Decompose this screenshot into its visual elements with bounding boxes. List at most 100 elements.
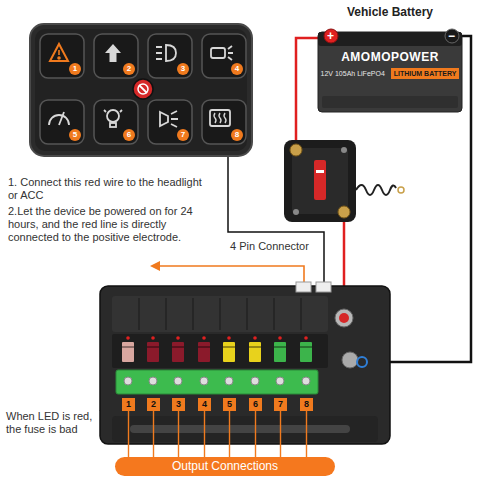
switch-panel (40, 34, 84, 78)
switch-number: 7 (177, 129, 189, 141)
switch-icon (107, 110, 119, 122)
master-button (133, 79, 153, 99)
switch-icon (228, 46, 233, 60)
switch-panel (35, 29, 247, 151)
terminal-block (276, 377, 284, 385)
switch-panel (30, 24, 252, 156)
master-button (133, 79, 153, 99)
fuse-box (112, 334, 328, 368)
pin-connector (296, 282, 331, 292)
terminal-number-text: 3 (176, 399, 181, 410)
circuit-breaker (341, 147, 347, 153)
switch-button: 3 (148, 34, 192, 78)
fuse-led (227, 336, 231, 340)
switch-icon (210, 110, 230, 126)
switch-icon (49, 44, 233, 127)
terminal-sign-box: − (448, 30, 455, 42)
output-wire (178, 411, 179, 457)
fuse-box (130, 425, 350, 433)
terminal-block (149, 377, 157, 385)
terminal-number: 2 (147, 398, 160, 411)
fuse-led (126, 336, 308, 340)
fuse (223, 342, 235, 362)
terminal-number-text: 6 (253, 399, 258, 410)
terminal-block (225, 377, 233, 385)
switch-icon (104, 110, 122, 112)
note-text-box: When LED is red, the fuse is bad (6, 410, 98, 436)
fuse (122, 342, 134, 362)
fuse (300, 342, 312, 362)
switch-icon (156, 47, 162, 59)
terminal-number-text: 2 (151, 399, 156, 410)
fuse (172, 342, 184, 362)
battery (318, 32, 462, 46)
switch-number: 1 (69, 63, 81, 75)
switch-button: 4 (202, 34, 246, 78)
terminal-number: 5 (223, 398, 236, 411)
circuit-breaker (314, 160, 326, 200)
switch-icon (58, 50, 60, 55)
pin-connector (296, 282, 311, 292)
connector-label-box: 4 Pin Connector (230, 240, 309, 253)
fuse-led (126, 336, 130, 340)
terminal-number: 3 (172, 398, 185, 411)
switch-number: 3 (177, 63, 189, 75)
switch-icon (105, 44, 121, 62)
terminal-number-text: 4 (202, 399, 207, 410)
terminal-number: 1 (122, 398, 135, 411)
connector-label: 4 Pin Connector (230, 240, 309, 253)
fuse-box (112, 296, 328, 332)
fuse-led (253, 336, 257, 340)
switch-icon (211, 48, 225, 58)
switch-number: 5 (69, 129, 81, 141)
terminal-number: 6 (249, 398, 262, 411)
switch-button: 7 (148, 100, 192, 144)
switch-icon (58, 57, 60, 59)
battery (318, 32, 462, 112)
terminal-number: 7 (274, 398, 287, 411)
switch-button: 8 (202, 100, 246, 144)
switch-panel (148, 100, 192, 144)
fuse (249, 342, 261, 362)
output-wire (306, 411, 307, 457)
switch-panel (94, 34, 138, 78)
output-wire (280, 411, 281, 457)
instruction-note: 2.Let the device be powered on for 24 ho… (8, 205, 208, 244)
circuit-breaker (292, 148, 348, 214)
switch-number: 6 (123, 129, 135, 141)
output-wire (153, 411, 154, 457)
battery-box: Vehicle BatteryAMOMOPOWER 12V 105Ah LiFeP… (312, 4, 468, 114)
switch-panel (202, 100, 246, 144)
terminal-block (116, 370, 318, 394)
terminal-block (302, 377, 310, 385)
fuse (147, 342, 159, 362)
switch-number: 8 (231, 129, 243, 141)
fuse-box (100, 286, 390, 444)
terminal-block (174, 377, 182, 385)
fuse (122, 342, 312, 362)
switch-icon (214, 113, 226, 123)
instruction-note-box: 2.Let the device be powered on for 24 ho… (8, 205, 208, 244)
terminal-block (251, 377, 259, 385)
terminal-sign: − (448, 30, 455, 42)
switch-icon (110, 123, 116, 127)
fuse-led (151, 336, 155, 340)
terminal-number: 8 (300, 398, 313, 411)
fuse-led (202, 336, 206, 340)
bar-text: Output Connections (172, 459, 278, 474)
circuit-breaker (316, 170, 324, 173)
battery-text: Vehicle Battery (312, 4, 468, 20)
fuse (122, 346, 312, 348)
battery-text: AMOMOPOWER (312, 50, 468, 64)
output-wire (128, 411, 129, 457)
battery-text: 12V 105Ah LiFePO4 (321, 68, 385, 79)
battery (322, 96, 458, 108)
circuit-breaker (356, 185, 396, 195)
power-post (342, 352, 358, 368)
fuse-led (176, 336, 180, 340)
switch-button: 6 (94, 100, 138, 144)
terminal-sign: + (327, 30, 334, 42)
power-post (335, 309, 367, 368)
power-post (339, 313, 349, 323)
switch-panel (94, 100, 138, 144)
